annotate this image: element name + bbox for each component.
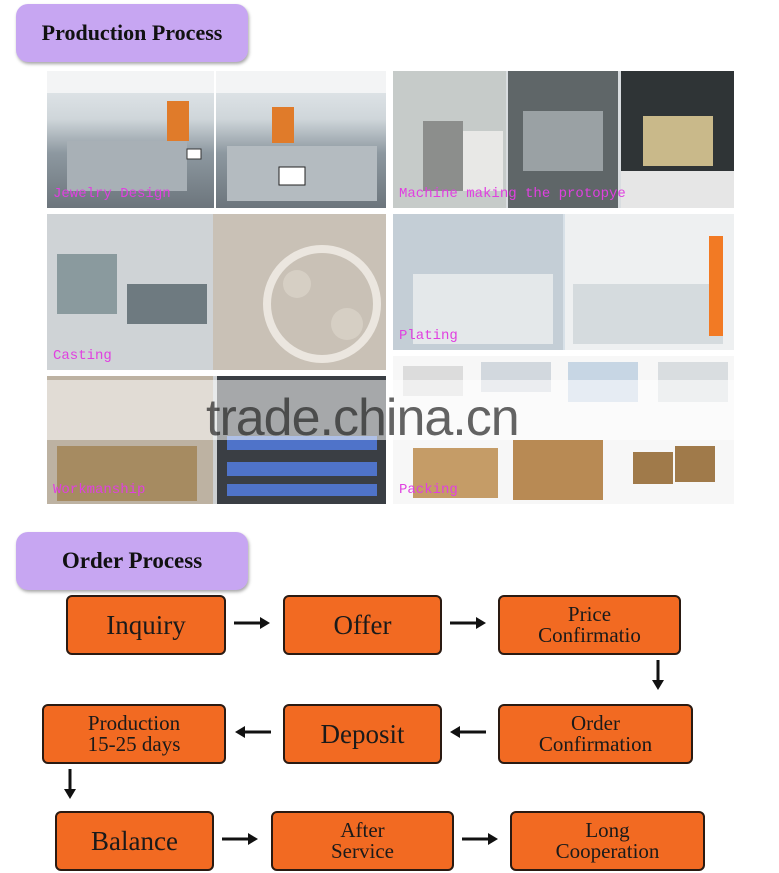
arrow-down-icon <box>652 660 664 690</box>
watermark-band <box>40 380 740 440</box>
order-line2: Confirmation <box>538 732 653 756</box>
step-caption: Casting <box>53 348 112 364</box>
arrow-right-icon <box>450 617 486 629</box>
step-caption: Workmanship <box>53 482 146 498</box>
plating-photo: Plating <box>393 214 734 350</box>
offer-box: Offer <box>283 595 442 655</box>
prototype-machine-photo: Machine making the protopye <box>393 71 734 208</box>
casting-photo: Casting <box>47 214 386 370</box>
deposit-label: Deposit <box>320 718 405 749</box>
arrow-right-icon <box>462 833 498 845</box>
arrow-left-icon <box>235 726 271 738</box>
watermark-text: trade.china.cn <box>206 389 520 447</box>
order-process-header: Order Process <box>16 532 248 590</box>
arrow-right-icon <box>222 833 258 845</box>
order-line1: Order <box>571 711 620 735</box>
step-caption: Plating <box>399 328 458 344</box>
production-box: Production 15-25 days <box>42 704 226 764</box>
step-caption: Jewelry Design <box>53 186 171 202</box>
arrow-down-icon <box>64 769 76 799</box>
long-cooperation-box: Long Cooperation <box>510 811 705 871</box>
balance-label: Balance <box>91 825 178 856</box>
inquiry-box: Inquiry <box>66 595 226 655</box>
jewelry-design-photo: Jewelry Design <box>47 71 386 208</box>
inquiry-label: Inquiry <box>106 609 186 640</box>
price-confirmation-box: Price Confirmatio <box>498 595 681 655</box>
deposit-box: Deposit <box>283 704 442 764</box>
offer-label: Offer <box>333 609 392 640</box>
arrow-right-icon <box>234 617 270 629</box>
after-line2: Service <box>331 839 394 863</box>
long-line2: Cooperation <box>555 839 660 863</box>
production-process-header: Production Process <box>16 4 248 62</box>
after-service-box: After Service <box>271 811 454 871</box>
production-line2: 15-25 days <box>87 732 181 756</box>
production-line1: Production <box>87 711 181 735</box>
order-confirmation-box: Order Confirmation <box>498 704 693 764</box>
long-line1: Long <box>585 818 630 842</box>
after-line1: After <box>340 818 385 842</box>
step-caption: Machine making the protopye <box>399 186 626 202</box>
step-caption: Packing <box>399 482 458 498</box>
arrow-left-icon <box>450 726 486 738</box>
balance-box: Balance <box>55 811 214 871</box>
price-line1: Price <box>567 602 612 626</box>
price-line2: Confirmatio <box>538 623 641 647</box>
